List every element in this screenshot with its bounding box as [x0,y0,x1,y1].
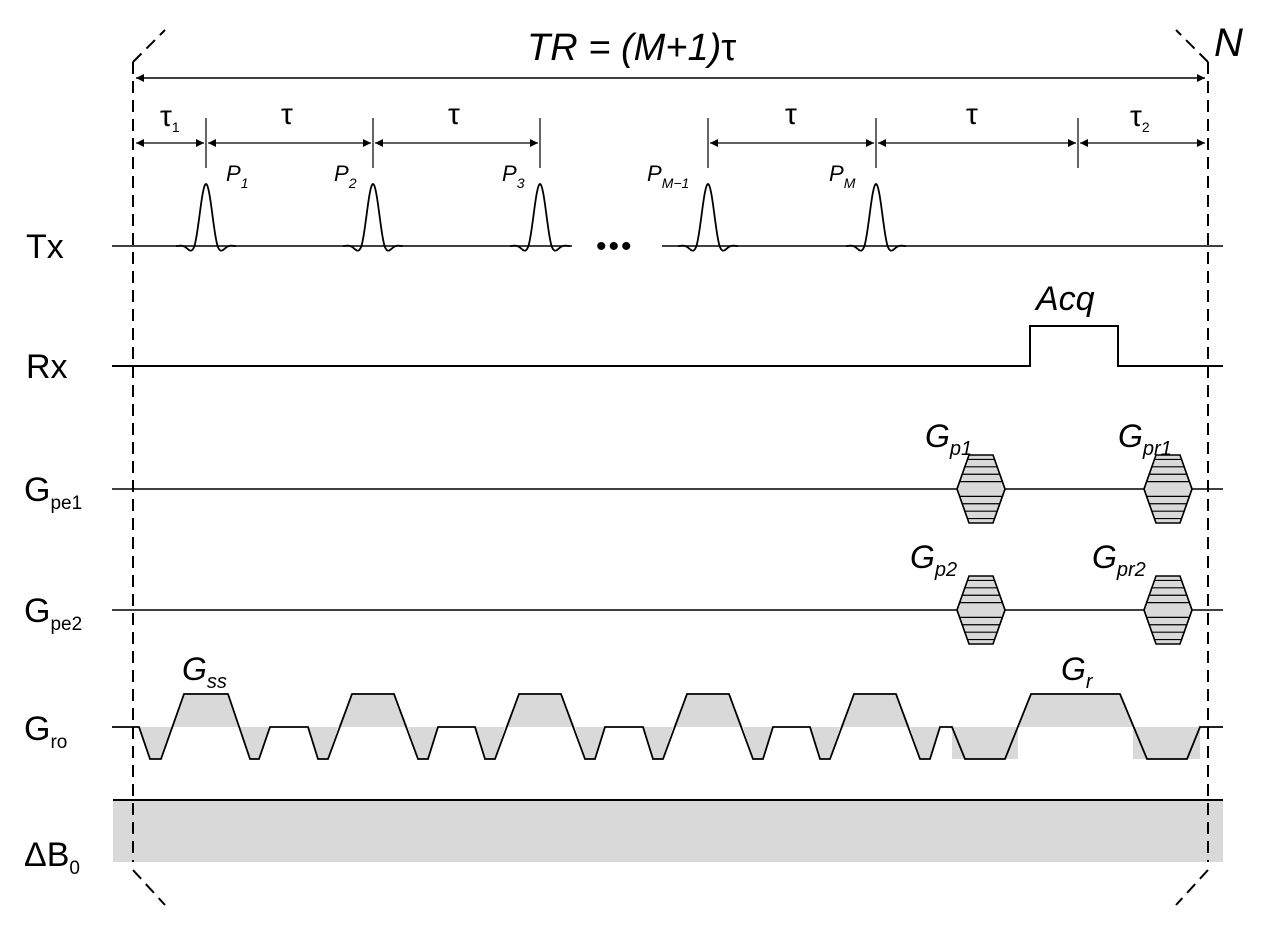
grad-label-gss: Gss [182,651,227,693]
db0-band [113,800,1223,862]
rf-pulse-5 [846,183,906,252]
bracket-bottom-right [1175,869,1209,906]
pulse-label-pm: PM [829,161,856,191]
pe-block-2 [1143,454,1193,524]
grad-label-gpr1: Gpr1 [1118,418,1172,460]
tau-label-2: τ [448,98,460,131]
pe-step-line [956,609,1006,641]
gro-shading [139,694,1200,759]
acq-label: Acq [1034,280,1095,318]
row-label-tx: Tx [26,228,64,266]
pulse-ellipsis: ••• [596,230,634,263]
bracket-top-right [1175,29,1209,63]
tau2-label: τ2 [1130,100,1150,135]
grad-label-gp1: Gp1 [925,418,972,460]
rf-pulses [176,183,906,252]
tau-label-1: τ [281,98,293,131]
rf-pulse-4 [678,183,738,252]
pe-block-4 [1143,575,1193,645]
row-label-rx: Rx [26,348,68,386]
phase-encode-blocks [956,454,1193,645]
rx-trace [112,325,1223,367]
interval-markers [136,118,1205,168]
repeat-label: N [1214,21,1243,65]
pe-step-line [1143,488,1193,520]
pulse-label-p3: P3 [502,161,525,191]
gro-trace [112,693,1223,760]
row-label-db0: ΔB0 [24,836,80,879]
bracket-bottom-left [132,869,166,906]
pe-step-line [1143,481,1193,490]
pe-step-line [1143,609,1193,641]
tau-label-4: τ [966,98,978,131]
row-label-gro: Gro [24,710,67,753]
row-label-gpe1: Gpe1 [24,471,82,514]
pe-block-3 [956,575,1006,645]
tr-title: TR = (M+1)τ [527,27,736,69]
pulse-label-p1: P1 [226,161,248,191]
pe-step-line [956,602,1006,611]
rf-pulse-2 [343,183,403,252]
pe-step-line [1143,602,1193,611]
grad-label-gp2: Gp2 [910,539,957,581]
rf-pulse-3 [510,183,570,252]
pe-block-1 [956,454,1006,524]
pe-step-line [956,481,1006,490]
grad-label-gr: Gr [1061,651,1094,693]
bracket-top-left [132,29,166,63]
pe-step-line [956,488,1006,520]
tau-label-3: τ [785,98,797,131]
row-label-gpe2: Gpe2 [24,592,82,635]
pulse-label-pm1: PM−1 [647,161,689,191]
pulse-label-p2: P2 [334,161,357,191]
rf-pulse-1 [176,183,236,252]
grad-label-gpr2: Gpr2 [1092,539,1146,581]
tau1-label: τ1 [160,100,180,135]
